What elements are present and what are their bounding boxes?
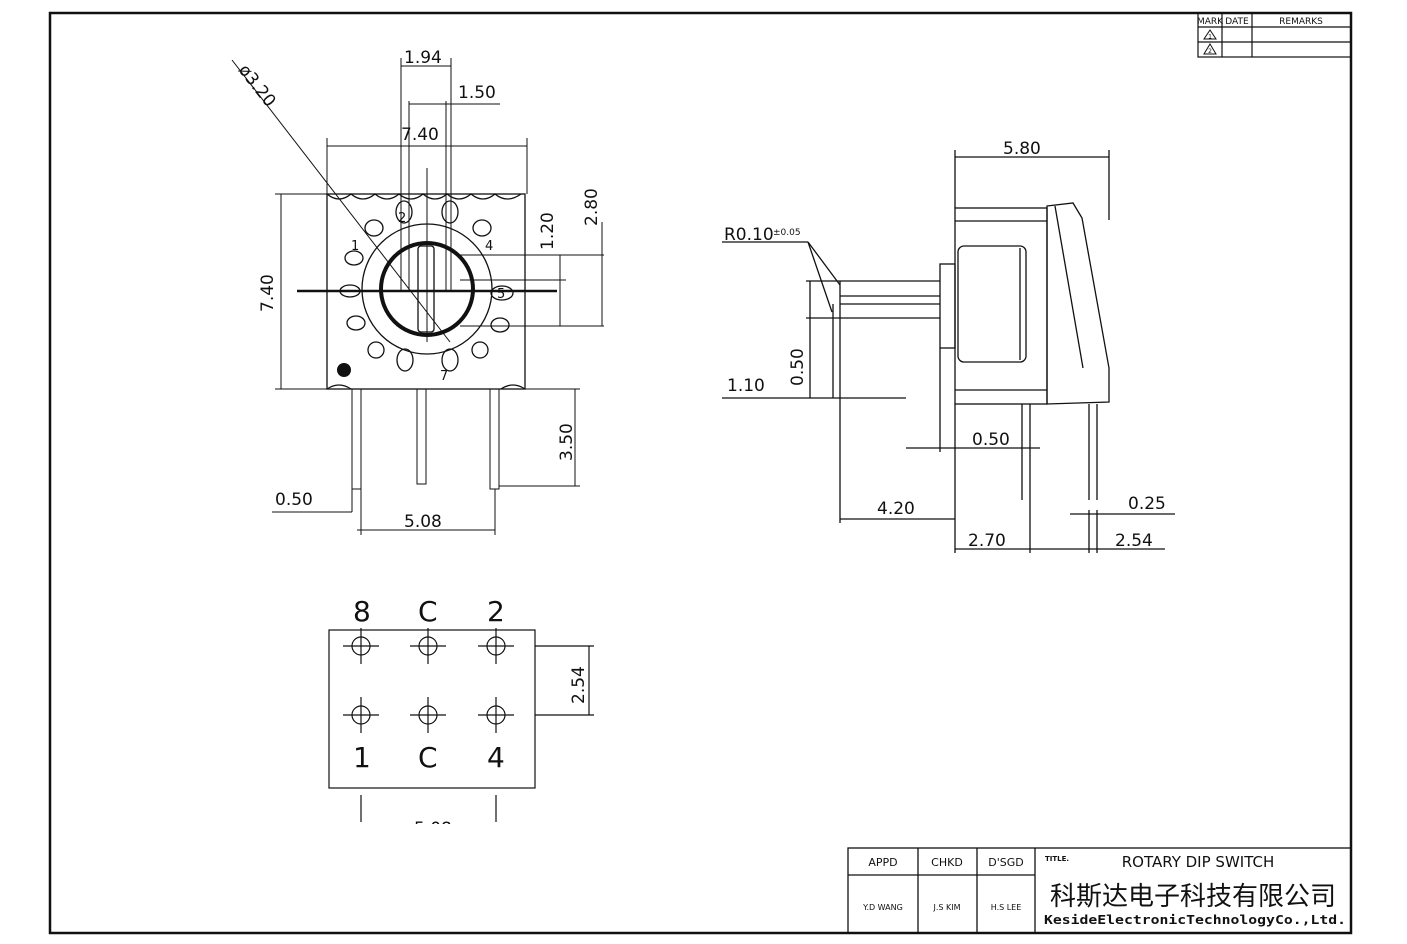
dim-pin-pitch: 5.08 <box>404 512 442 532</box>
revision-mark-1-number: 1 <box>1208 34 1212 41</box>
clipped-col-pitch: 5.08 <box>414 819 452 839</box>
dim-body-height: 7.40 <box>258 274 278 312</box>
title-block-title-label: TITLE. <box>1045 855 1069 863</box>
dim-col-pitch: 5.08 <box>414 819 452 839</box>
footprint-hole-4 <box>478 697 514 733</box>
dim-diameter: ø3.20 <box>234 61 279 111</box>
company-name-chinese: 科斯达电子科技有限公司 <box>1050 882 1336 912</box>
side-body <box>954 207 1048 405</box>
title-block-dsgd-label: D'SGD <box>988 856 1023 869</box>
revision-header-date: DATE <box>1225 17 1249 27</box>
dim-pin-offset: 2.70 <box>968 531 1006 551</box>
polarity-dot <box>337 363 351 377</box>
dim-pin-thickness: 0.25 <box>1128 494 1166 514</box>
side-knob <box>1046 202 1110 405</box>
front-pin-center <box>416 388 427 485</box>
company-name-english: KesideElectronicTechnologyCo.,Ltd. <box>1044 913 1346 927</box>
dim-shaft-offset: 1.10 <box>727 376 765 396</box>
dim-pin-width: 0.50 <box>275 490 313 510</box>
front-pin-right <box>489 388 500 490</box>
title-block-appd-name: Y.D WANG <box>862 903 903 912</box>
revision-mark-1: 1 <box>1203 29 1217 41</box>
side-view <box>722 150 1175 553</box>
footprint-bottom-label-c: C <box>418 741 438 774</box>
title-block-dsgd-name: H.S LEE <box>991 903 1022 912</box>
dial-label-1: 1 <box>351 239 359 254</box>
footprint-hole-1 <box>343 697 379 733</box>
dim-pin-length: 3.50 <box>557 423 577 461</box>
footprint-hole-8 <box>343 628 379 664</box>
revision-mark-2: 2 <box>1203 43 1217 55</box>
footprint-top-label-c: C <box>418 595 438 628</box>
footprint-hole-c-top <box>410 628 446 664</box>
title-block-chkd-label: CHKD <box>931 856 963 869</box>
dial-label-5: 5 <box>497 287 505 302</box>
front-pin-left <box>351 388 362 490</box>
title-block-chkd-name: J.S KIM <box>932 903 960 912</box>
dial-label-2: 2 <box>398 211 406 226</box>
sheet-border <box>48 11 1353 935</box>
dim-slot-width: 1.50 <box>458 83 496 103</box>
title-block <box>847 847 1352 934</box>
footprint-hole-2 <box>478 628 514 664</box>
revision-mark-2-number: 2 <box>1208 48 1212 55</box>
revision-header-mark: MARK <box>1197 17 1224 27</box>
title-block-appd-label: APPD <box>868 856 897 869</box>
dial-label-4: 4 <box>485 239 493 254</box>
dim-radius-tolerance: ±0.05 <box>773 228 801 238</box>
dial-label-7: 7 <box>440 369 448 384</box>
front-view <box>231 58 604 535</box>
dim-body-width: 7.40 <box>401 125 439 145</box>
footprint-top-label-8: 8 <box>353 595 371 628</box>
dial-labels: 2 1 4 5 7 <box>351 211 505 384</box>
dim-shaft-length: 4.20 <box>877 499 915 519</box>
footprint-bottom-label-1: 1 <box>353 741 371 774</box>
dim-knob-width: 1.94 <box>404 48 442 68</box>
footprint-top-label-2: 2 <box>487 595 505 628</box>
dim-flange: 0.50 <box>972 430 1010 450</box>
dim-radius: R0.10 <box>724 225 774 245</box>
dim-slot-offset: 1.20 <box>538 212 558 250</box>
footprint-hole-c-bottom <box>410 697 446 733</box>
footprint-bottom-label-4: 4 <box>487 741 505 774</box>
revision-header-remarks: REMARKS <box>1279 17 1323 27</box>
side-flange <box>939 263 956 349</box>
dim-row-pitch: 2.54 <box>569 666 589 704</box>
side-shaft-housing <box>957 245 1027 363</box>
dim-shaft-step: 0.50 <box>788 348 808 386</box>
revision-table <box>1197 12 1352 58</box>
dim-overall-depth: 5.80 <box>1003 139 1041 159</box>
dim-side-pin-pitch: 2.54 <box>1115 531 1153 551</box>
title-block-title: ROTARY DIP SWITCH <box>1122 853 1274 871</box>
pcb-footprint <box>328 628 594 822</box>
dim-knob-offset: 2.80 <box>582 188 602 226</box>
